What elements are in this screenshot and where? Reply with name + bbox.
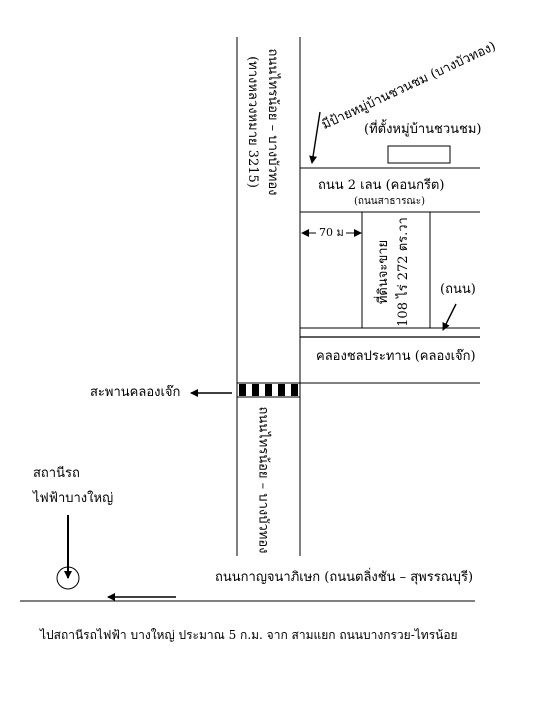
canal-name: คลองชลประทาน (คลองเจ๊ก) [316, 349, 476, 364]
small-road-arrow [442, 303, 457, 331]
map-caption: ไปสถานีรถไฟฟ้า บางใหญ่ ประมาณ 5 ก.ม. จาก… [40, 628, 458, 642]
main-road-lower-name: ถนนไทรน้อย – บางบัวทอง [255, 406, 271, 554]
main-road-upper-label: ถนนไทรน้อย – บางบัวทอง (ทางหลวงหมาย 3215… [242, 49, 282, 196]
station-label-line1: สถานีรถ [33, 466, 80, 481]
main-road-upper-name: ถนนไทรน้อย – บางบัวทอง [265, 48, 281, 196]
land-title: ที่ดินจะขาย [375, 239, 391, 305]
village-sign-arrow [309, 111, 321, 164]
highway-name: ถนนกาญจนาภิเษก (ถนนตลิ่งชัน – สุพรรณบุรี… [215, 570, 474, 585]
village-location-label: (ที่ตั้งหมู่บ้านชวนชม) [364, 122, 482, 137]
station-label-line2: ไฟฟ้าบางใหญ่ [33, 491, 114, 506]
land-area: 108 ไร่ 272 ตร.วา [396, 217, 411, 327]
side-road-name: ถนน 2 เลน (คอนกรีต) [318, 178, 445, 193]
distance-label: 70 ม [318, 226, 345, 239]
land-for-sale-label: ที่ดินจะขาย 108 ไร่ 272 ตร.วา [374, 217, 414, 327]
side-road-note: (ถนนสาธารณะ) [354, 196, 425, 207]
bridge-symbol [236, 382, 301, 398]
small-road-label: (ถนน) [440, 282, 476, 297]
village-marker-box [387, 145, 451, 164]
main-road-highway-number: (ทางหลวงหมาย 3215) [245, 56, 260, 188]
bridge-label: สะพานคลองเจ๊ก [90, 385, 181, 400]
station-circle [56, 566, 80, 590]
